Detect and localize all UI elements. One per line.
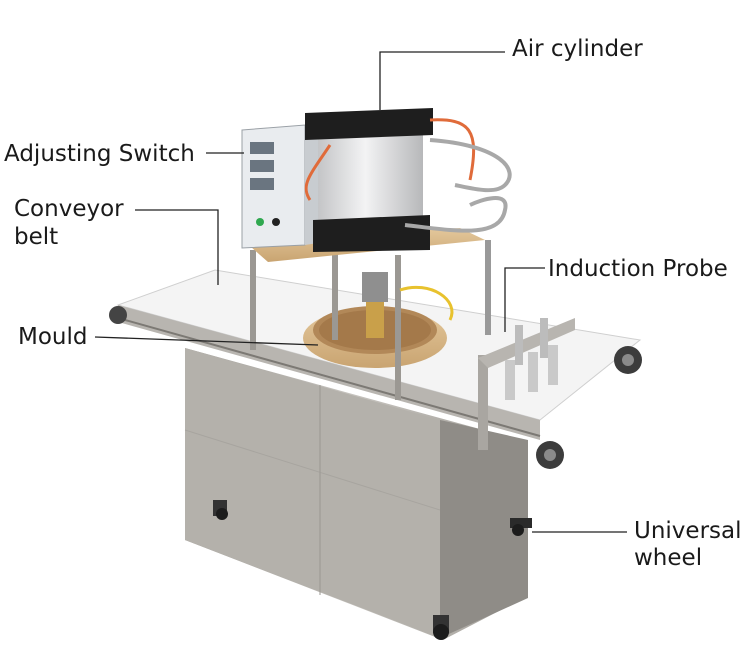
label-universal-wheel-line1: Universal bbox=[634, 518, 742, 544]
probe-assembly bbox=[478, 240, 575, 450]
control-box bbox=[241, 124, 318, 249]
leader-conveyor-belt bbox=[135, 209, 219, 285]
label-conveyor-belt-line1: Conveyor bbox=[14, 196, 124, 222]
leader-mould bbox=[94, 336, 319, 346]
air-cylinder bbox=[304, 108, 512, 321]
label-induction-probe: Induction Probe bbox=[548, 256, 728, 282]
mould bbox=[303, 272, 447, 368]
universal-wheels bbox=[213, 500, 532, 640]
leader-lines bbox=[94, 51, 627, 533]
label-air-cylinder: Air cylinder bbox=[512, 36, 643, 62]
label-universal-wheel-line2: wheel bbox=[634, 545, 703, 571]
leader-induction-probe bbox=[504, 267, 545, 332]
label-adjusting-switch: Adjusting Switch bbox=[4, 141, 195, 167]
label-mould: Mould bbox=[18, 324, 88, 350]
cabinet bbox=[184, 348, 528, 640]
leader-air-cylinder bbox=[379, 51, 505, 110]
label-conveyor-belt-line2: belt bbox=[14, 224, 59, 250]
